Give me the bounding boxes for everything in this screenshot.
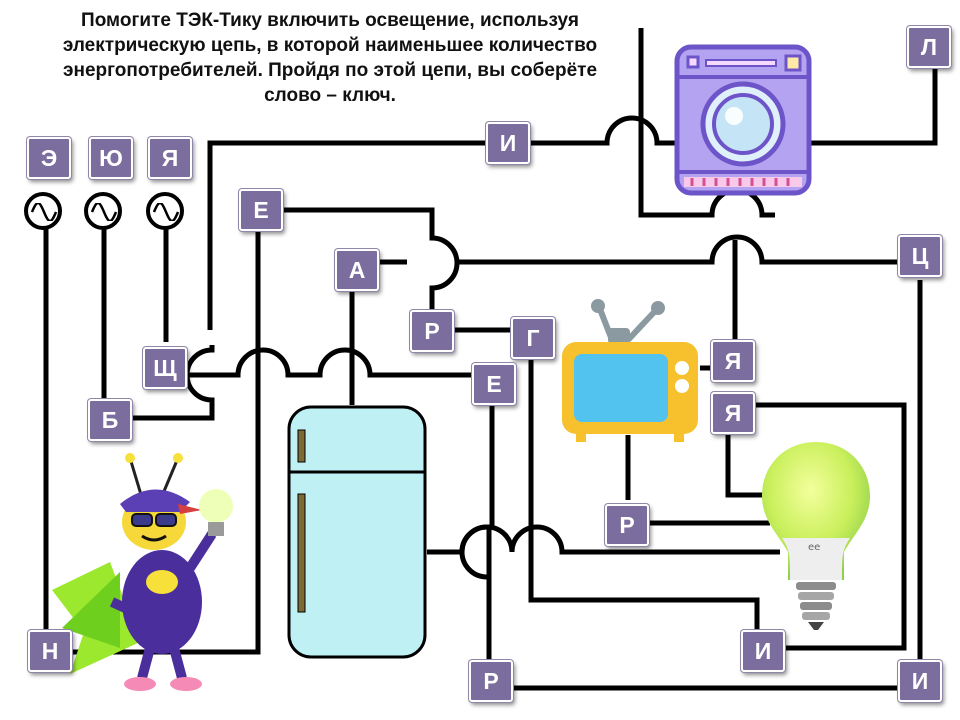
wire xyxy=(457,234,898,265)
ac-source-icon xyxy=(84,192,122,230)
light-bulb-icon: ee xyxy=(762,442,870,630)
letter-tile-ya-top[interactable]: Я xyxy=(148,137,192,179)
svg-text:ee: ee xyxy=(808,542,820,553)
ac-source-icon xyxy=(146,192,184,230)
letter-tile-i-corner[interactable]: И xyxy=(898,660,942,702)
letter-tile-sch[interactable]: Щ xyxy=(143,347,187,389)
wire xyxy=(486,400,495,660)
washing-machine-icon xyxy=(674,44,812,196)
letter-tile-e-mid[interactable]: Е xyxy=(472,363,516,405)
letter-tile-r-bottom[interactable]: Р xyxy=(469,660,513,702)
ac-source-icon xyxy=(24,192,62,230)
letter-tile-ya-bulb[interactable]: Я xyxy=(711,392,755,434)
wire xyxy=(128,345,215,421)
wire xyxy=(70,230,261,655)
letter-tile-yu[interactable]: Ю xyxy=(89,137,133,179)
letter-tile-l[interactable]: Л xyxy=(907,26,951,68)
letter-tile-a[interactable]: А xyxy=(335,249,379,291)
tv-icon xyxy=(562,299,698,442)
letter-tile-ts[interactable]: Ц xyxy=(898,235,942,277)
mascot-bee-icon xyxy=(52,453,233,691)
wire xyxy=(280,207,460,310)
wire xyxy=(805,65,938,146)
wire xyxy=(207,140,490,330)
letter-tile-r-bulb[interactable]: Р xyxy=(605,504,649,546)
letter-tile-b[interactable]: Б xyxy=(88,399,132,441)
wire xyxy=(528,355,760,630)
wire xyxy=(427,524,780,555)
letter-tile-i-top[interactable]: И xyxy=(486,122,530,164)
wire xyxy=(185,347,472,378)
wire xyxy=(751,402,907,651)
wire xyxy=(725,430,770,498)
letter-tile-i-bottom[interactable]: И xyxy=(741,630,785,672)
wire xyxy=(459,524,488,580)
wire xyxy=(525,115,676,146)
fridge-icon xyxy=(287,405,427,659)
puzzle-instructions: Помогите ТЭК-Тику включить освещение, ис… xyxy=(62,10,598,106)
letter-tile-n[interactable]: Н xyxy=(28,630,72,672)
letter-tile-e-reversed[interactable]: Э xyxy=(27,137,71,179)
letter-tile-e-left[interactable]: Е xyxy=(239,189,283,231)
letter-tile-r-mid[interactable]: Р xyxy=(410,310,454,352)
letter-tile-g[interactable]: Г xyxy=(511,317,555,359)
letter-tile-ya-tv[interactable]: Я xyxy=(711,340,755,382)
